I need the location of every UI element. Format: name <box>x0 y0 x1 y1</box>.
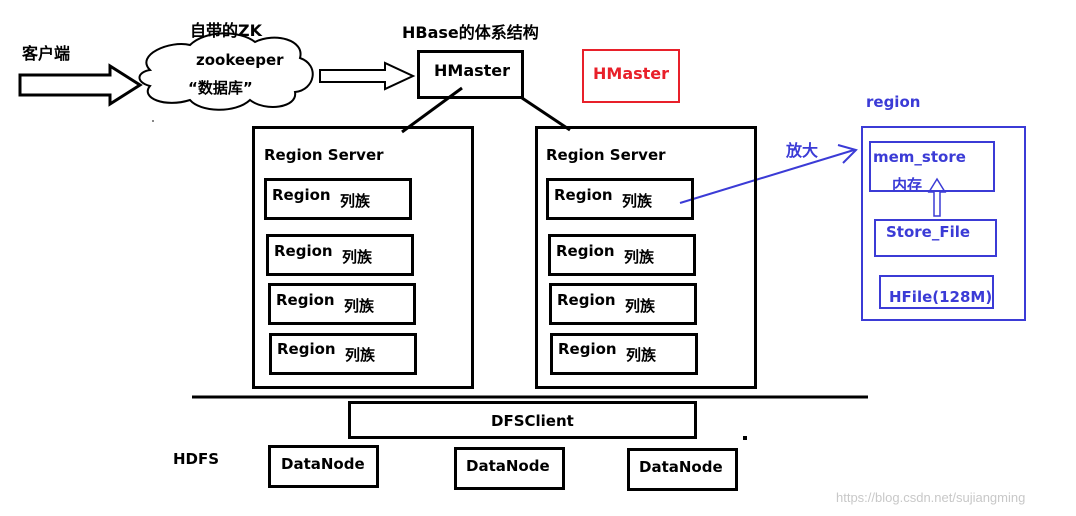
zoom-region-box <box>861 126 1026 321</box>
region-box <box>550 333 698 375</box>
zk-db: “数据库” <box>188 79 253 97</box>
hmaster-red-box <box>582 49 680 103</box>
region-cf: 列族 <box>344 297 375 315</box>
datanode-label: DataNode <box>466 457 550 475</box>
datanode-box <box>268 445 379 488</box>
region-cf: 列族 <box>345 346 376 364</box>
region-box <box>549 283 697 325</box>
dfsclient-box <box>348 401 697 439</box>
datanode-label: DataNode <box>639 458 723 476</box>
region-server-2 <box>535 126 757 389</box>
stray-mark <box>152 120 154 122</box>
region-box <box>546 178 694 220</box>
master-line-right <box>521 96 571 132</box>
hmaster-box <box>417 50 524 99</box>
zoom-arrow-head <box>837 144 858 164</box>
region-name: Region <box>272 186 331 204</box>
zoom-label: 放大 <box>786 141 819 160</box>
region-name: Region <box>277 340 336 358</box>
memstore-box <box>869 141 995 192</box>
storefile-box <box>874 219 997 257</box>
zk-name: zookeeper <box>196 51 284 69</box>
master-line-left <box>401 86 463 134</box>
zk-master-arrow <box>319 61 416 91</box>
memstore-up-arrow <box>927 177 947 217</box>
zoom-arrow-line <box>679 149 855 204</box>
region-server-2-title: Region Server <box>546 146 666 164</box>
region-cf: 列族 <box>624 248 655 266</box>
zk-title: 自带的ZK <box>190 21 263 40</box>
region-name: Region <box>556 242 615 260</box>
hmaster-label: HMaster <box>434 61 511 80</box>
region-name: Region <box>558 340 617 358</box>
region-box <box>548 234 696 276</box>
datanode-box <box>454 447 565 490</box>
region-name: Region <box>276 291 335 309</box>
datanode-label: DataNode <box>281 455 365 473</box>
memory-label: 内存 <box>892 176 923 194</box>
region-cf: 列族 <box>340 192 371 210</box>
zoom-region-title: region <box>866 93 921 111</box>
hmaster-red-label: HMaster <box>593 64 670 83</box>
region-name: Region <box>274 242 333 260</box>
hfile-label: HFile(128M) <box>889 288 993 306</box>
region-box <box>264 178 412 220</box>
memstore-label: mem_store <box>873 148 966 166</box>
datanode-box <box>627 448 738 491</box>
region-name: Region <box>554 186 613 204</box>
region-cf: 列族 <box>626 346 657 364</box>
client-arrow <box>18 63 143 107</box>
region-box <box>269 333 417 375</box>
client-label: 客户端 <box>22 44 71 63</box>
region-server-1 <box>252 126 474 389</box>
watermark: https://blog.csdn.net/sujiangming <box>836 490 1026 505</box>
region-box <box>268 283 416 325</box>
hdfs-label: HDFS <box>173 450 220 468</box>
region-box <box>266 234 414 276</box>
region-name: Region <box>557 291 616 309</box>
hfile-box <box>879 275 994 309</box>
region-cf: 列族 <box>622 192 653 210</box>
zk-cloud <box>138 32 314 111</box>
region-server-1-title: Region Server <box>264 146 384 164</box>
region-cf: 列族 <box>625 297 656 315</box>
hbase-title: HBase的体系结构 <box>402 23 539 42</box>
region-cf: 列族 <box>342 248 373 266</box>
stray-dot <box>743 436 747 440</box>
dfsclient-label: DFSClient <box>491 412 574 430</box>
storefile-label: Store_File <box>886 223 971 241</box>
